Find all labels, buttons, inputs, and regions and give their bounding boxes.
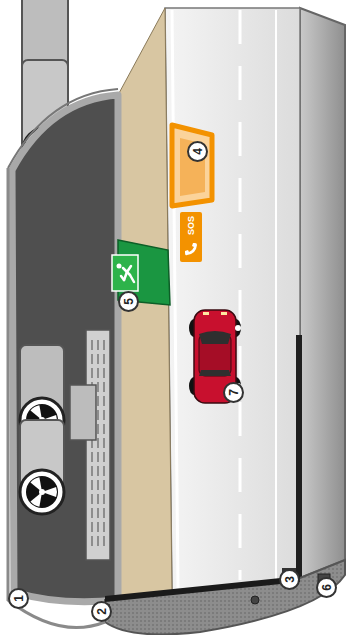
- callout-number: 6: [316, 577, 337, 598]
- callout-number: 1: [8, 588, 29, 609]
- road-edge-line: [172, 10, 178, 588]
- drain-channel: [296, 335, 302, 577]
- sign-box: SOS: [180, 212, 202, 262]
- emergency-niche: [172, 125, 212, 206]
- callout-number: 5: [118, 291, 139, 312]
- ventilation-grating: [70, 330, 110, 560]
- walkway: [118, 8, 172, 600]
- lane-marking: [275, 10, 277, 580]
- jet-fans-bottom: [20, 345, 64, 514]
- cable-duct: [105, 576, 300, 602]
- phone-icon: [185, 243, 197, 255]
- callout-number: 7: [223, 382, 244, 403]
- tunnel-floor-section: [105, 560, 345, 634]
- callout-number: 3: [279, 569, 300, 590]
- sign-text: SOS: [187, 216, 196, 235]
- pipe: [251, 596, 259, 604]
- tunnel-shell: [8, 168, 105, 628]
- tunnel-shell: [8, 89, 118, 168]
- callout-number: 4: [187, 141, 208, 162]
- callout-number: 2: [91, 601, 112, 622]
- lane-marking: [239, 10, 242, 580]
- tunnel-ceiling: [12, 95, 118, 602]
- road: [165, 8, 300, 592]
- tunnel-wall: [300, 8, 345, 578]
